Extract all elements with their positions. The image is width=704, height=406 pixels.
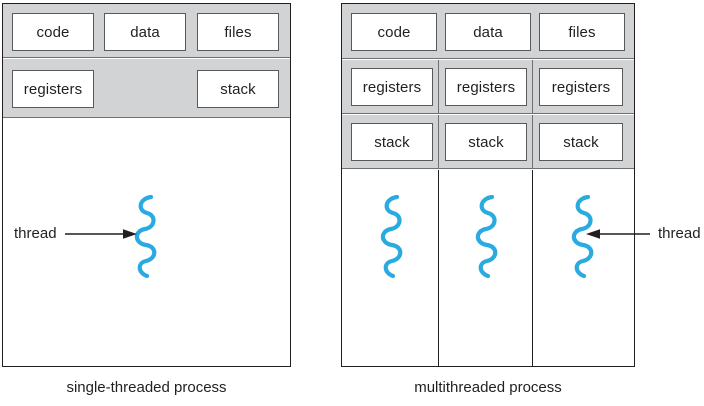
multi-registers-divider-2 xyxy=(532,60,533,114)
single-code-label: code xyxy=(36,23,70,41)
single-threaded-caption-text: single-threaded process xyxy=(66,379,227,396)
multi-registers-divider-1 xyxy=(438,60,439,114)
multithreaded-process-panel: code data files registers registers regi… xyxy=(341,3,635,367)
multi-thread-annotation: thread xyxy=(586,226,701,241)
single-thread-squiggle xyxy=(127,194,167,280)
multi-registers-box-1: registers xyxy=(351,68,433,106)
multi-code-label: code xyxy=(377,23,411,41)
single-files-box: files xyxy=(197,13,279,51)
single-stack-box: stack xyxy=(197,70,279,108)
multi-stack-label-3: stack xyxy=(563,133,599,151)
multi-thread-annotation-label: thread xyxy=(658,225,701,242)
multi-stack-label-2: stack xyxy=(468,133,504,151)
single-threaded-caption: single-threaded process xyxy=(2,380,291,395)
multi-stack-box-3: stack xyxy=(539,123,623,161)
multi-registers-label-2: registers xyxy=(456,78,516,96)
single-threaded-process-panel: code data files registers stack xyxy=(2,3,291,367)
single-registers-box: registers xyxy=(12,70,94,108)
single-thread-annotation: thread xyxy=(14,226,137,241)
multi-thread-area-divider-1 xyxy=(438,170,439,366)
multi-code-box: code xyxy=(351,13,437,51)
multi-files-label: files xyxy=(568,23,596,41)
multi-stack-divider-1 xyxy=(438,115,439,169)
multi-stack-label-1: stack xyxy=(374,133,410,151)
multi-thread-squiggle-2 xyxy=(468,194,508,280)
multi-files-box: files xyxy=(539,13,625,51)
multi-registers-box-3: registers xyxy=(539,68,623,106)
multi-stack-divider-2 xyxy=(532,115,533,169)
single-code-box: code xyxy=(12,13,94,51)
multi-registers-label-1: registers xyxy=(362,78,422,96)
multi-registers-box-2: registers xyxy=(445,68,527,106)
single-data-box: data xyxy=(104,13,186,51)
multi-thread-area-divider-2 xyxy=(532,170,533,366)
multi-thread-squiggle-1 xyxy=(373,194,413,280)
multi-stack-box-2: stack xyxy=(445,123,527,161)
multi-registers-label-3: registers xyxy=(551,78,611,96)
multi-stack-box-1: stack xyxy=(351,123,433,161)
single-stack-label: stack xyxy=(220,80,256,98)
arrow-left-icon xyxy=(586,228,650,239)
single-files-label: files xyxy=(224,23,252,41)
multithreaded-caption-text: multithreaded process xyxy=(414,379,562,396)
multithreaded-caption: multithreaded process xyxy=(341,380,635,395)
single-thread-annotation-label: thread xyxy=(14,225,57,242)
multi-data-label: data xyxy=(473,23,503,41)
arrow-right-icon xyxy=(64,228,137,239)
multi-thread-squiggle-3 xyxy=(564,194,604,280)
single-registers-label: registers xyxy=(23,80,83,98)
single-data-label: data xyxy=(130,23,160,41)
multi-data-box: data xyxy=(445,13,531,51)
